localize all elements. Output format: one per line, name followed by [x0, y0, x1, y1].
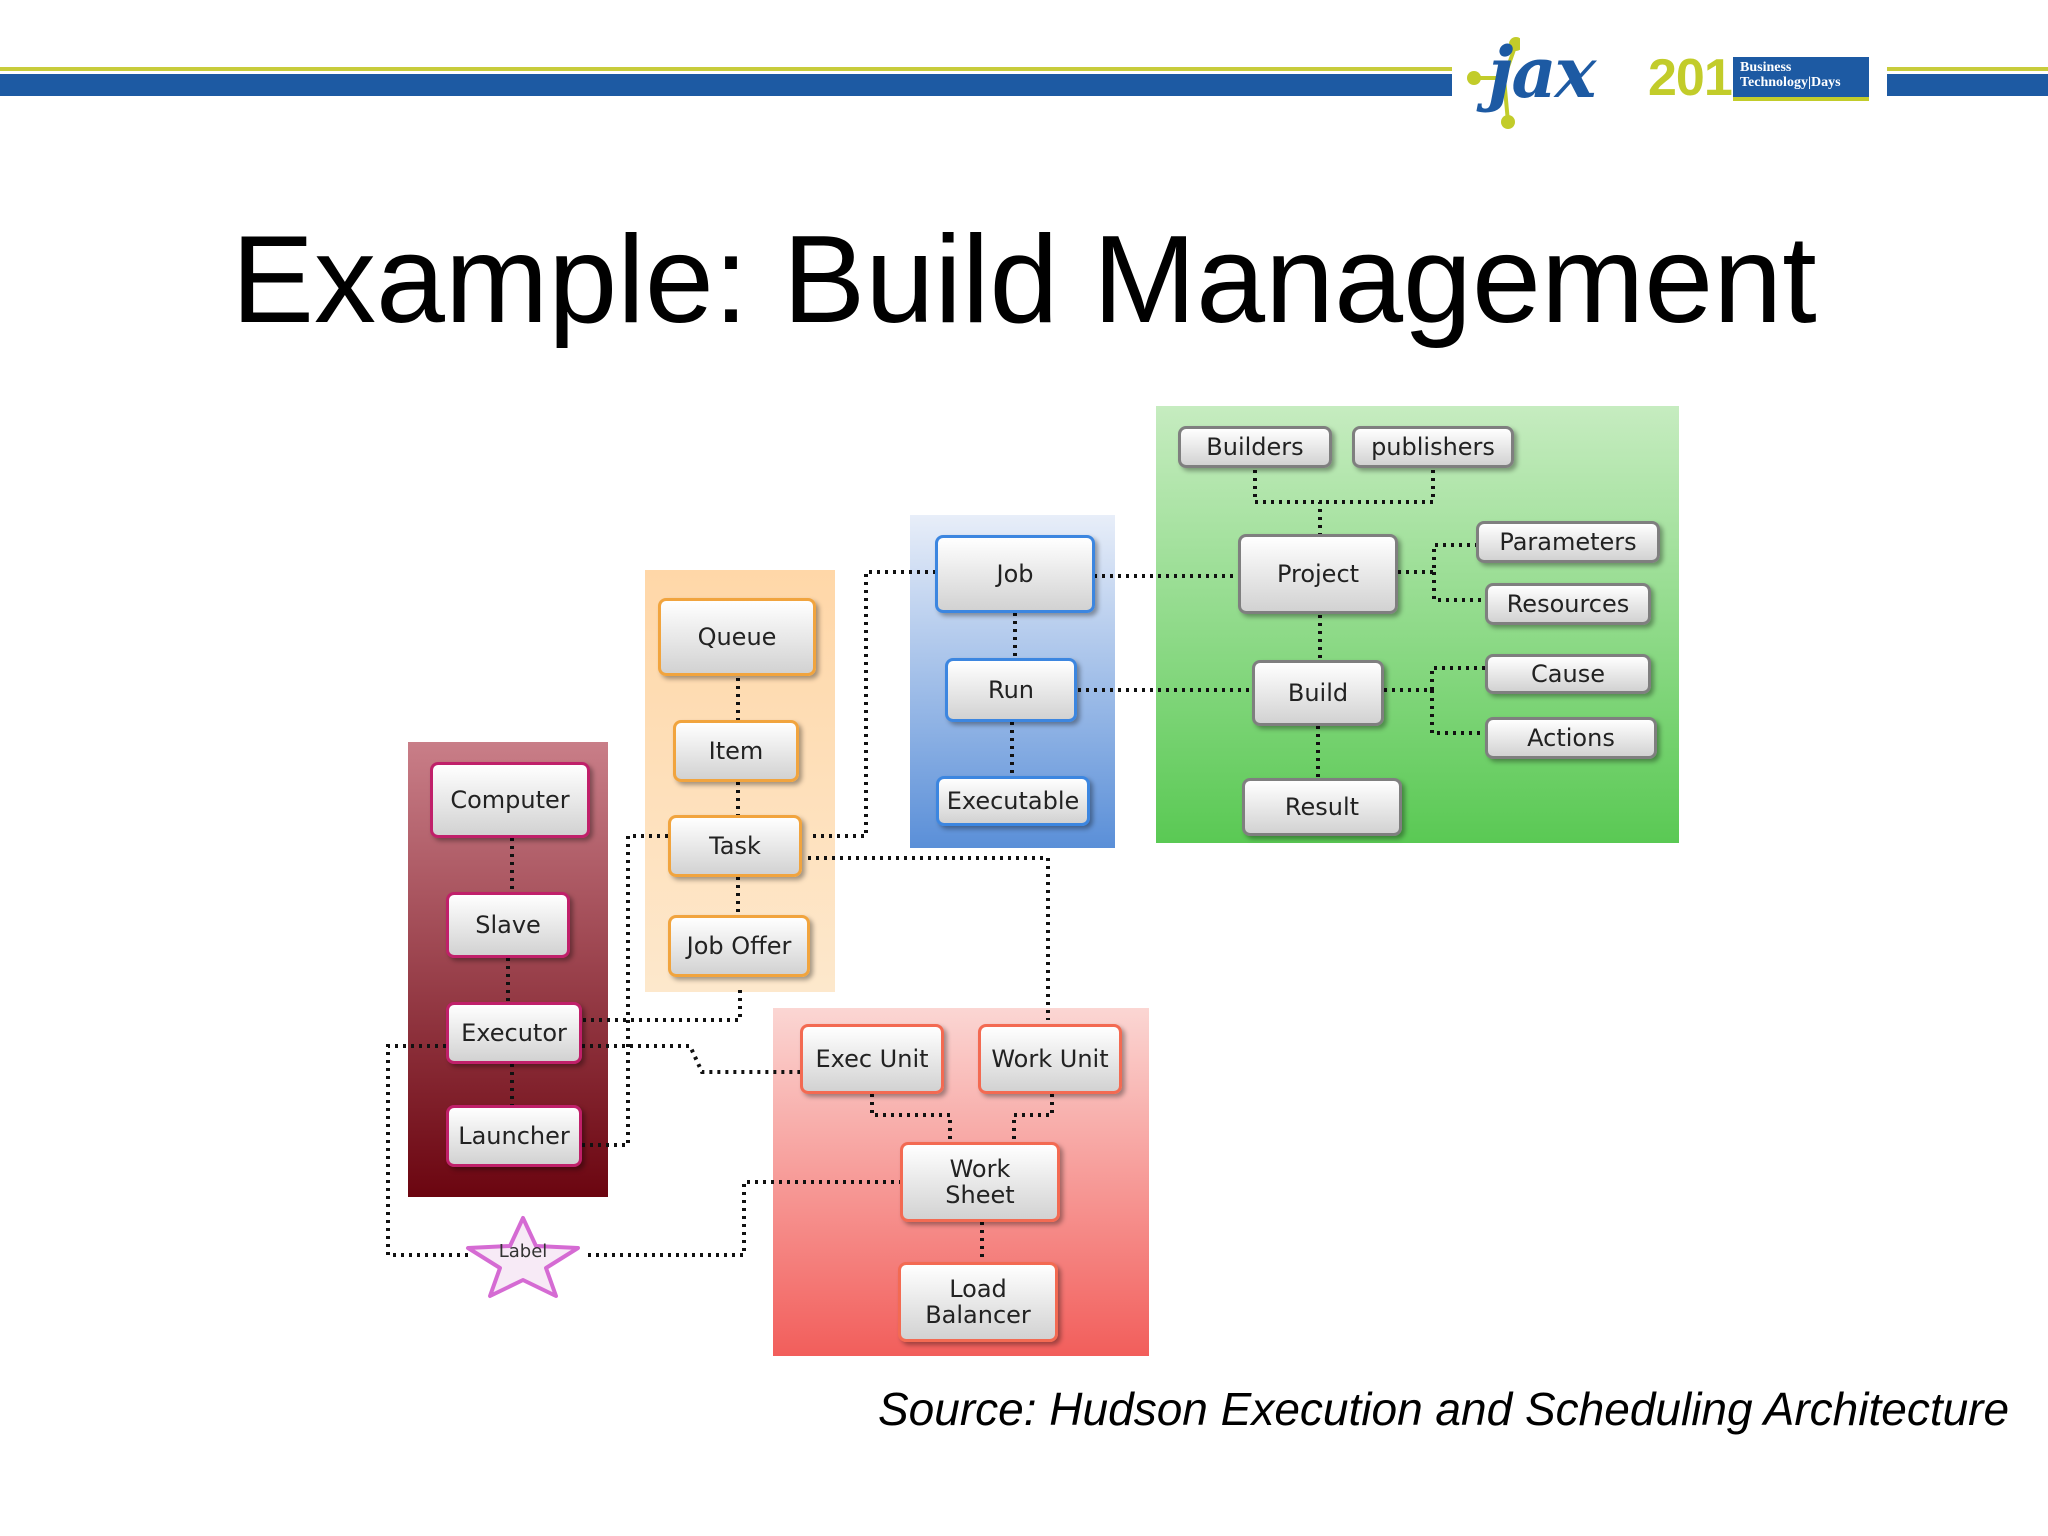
node-item: Item [673, 720, 799, 782]
node-work-unit: Work Unit [978, 1024, 1122, 1094]
connector-joboffer-executor [582, 990, 742, 1022]
node-load-balancer: Load Balancer [898, 1262, 1058, 1342]
badge-line-2: Technology|Days [1740, 75, 1841, 90]
connector-executor-execunit [582, 1044, 800, 1074]
node-executable: Executable [936, 776, 1090, 826]
slide-title: Example: Build Management [231, 211, 1817, 349]
node-resources: Resources [1485, 583, 1651, 625]
logo-molecule-icon [1467, 37, 1520, 129]
connector-workunit-worksheet [1012, 1094, 1054, 1142]
node-executor: Executor [446, 1002, 582, 1064]
node-computer: Computer [430, 762, 590, 838]
node-queue: Queue [658, 598, 816, 676]
source-caption: Source: Hudson Execution and Scheduling … [878, 1383, 2010, 1435]
connector-executor-label [386, 1044, 468, 1257]
node-actions: Actions [1485, 717, 1657, 759]
connector-build-cause [1384, 666, 1485, 692]
connector-label-worksheet [588, 1180, 900, 1257]
node-launcher: Launcher [446, 1105, 582, 1167]
connector-publishers-project [1320, 462, 1435, 504]
connector-execunit-worksheet [870, 1094, 952, 1142]
node-exec-unit: Exec Unit [800, 1024, 944, 1094]
node-run: Run [945, 658, 1077, 722]
header-accent-line-left [0, 67, 1452, 71]
connector-task-launcher [582, 834, 668, 1147]
node-project: Project [1238, 534, 1398, 614]
node-publishers: publishers [1352, 426, 1514, 468]
logo-jax: jax [1488, 31, 1596, 114]
node-cause: Cause [1485, 654, 1651, 694]
node-build: Build [1252, 660, 1384, 726]
connector-builders-project [1253, 462, 1322, 536]
connector-project-parameters [1398, 543, 1478, 574]
business-technology-days-badge: Business Technology|Days [1733, 57, 1869, 101]
connector-project-resources [1432, 572, 1485, 602]
node-slave: Slave [446, 892, 570, 958]
header-band-right [1887, 74, 2048, 96]
node-builders: Builders [1178, 426, 1332, 468]
header-accent-line-right [1887, 67, 2048, 71]
node-work-sheet: Work Sheet [900, 1142, 1060, 1222]
connector-build-actions [1430, 690, 1485, 735]
node-job: Job [935, 535, 1095, 613]
node-parameters: Parameters [1476, 521, 1660, 563]
connector-task-job [813, 570, 935, 838]
badge-line-1: Business [1740, 60, 1792, 75]
node-job-offer: Job Offer [668, 915, 810, 977]
node-result: Result [1242, 778, 1402, 836]
node-task: Task [668, 815, 802, 877]
label-star-icon [466, 1216, 580, 1298]
header-band-left [0, 74, 1452, 96]
connector-task-workunit [808, 856, 1050, 1020]
node-label: Label [498, 1241, 548, 1262]
